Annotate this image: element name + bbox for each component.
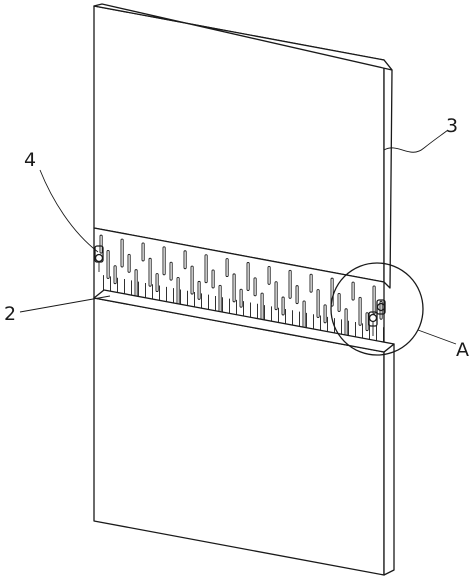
detail-circle-a <box>330 262 424 356</box>
strip-slot <box>169 261 173 281</box>
strip-slot <box>281 296 285 316</box>
strip-slot <box>295 285 299 305</box>
strip-slot <box>204 254 208 284</box>
leader-3 <box>383 129 449 153</box>
leader-a <box>417 329 457 345</box>
strip-slot <box>148 257 152 287</box>
strip-slot <box>197 280 201 300</box>
fastener-right-top <box>376 299 386 315</box>
strip-slot <box>274 281 278 311</box>
strip-slot <box>141 242 145 262</box>
strip-slot <box>225 258 229 278</box>
strip-slot <box>316 289 320 318</box>
label-2: 2 <box>4 303 16 325</box>
leader-4 <box>39 169 99 253</box>
strip-slot <box>99 234 103 254</box>
strip-slot <box>106 249 110 279</box>
lower-panel <box>93 289 395 576</box>
strip-slot <box>253 277 257 297</box>
label-a: A <box>456 339 469 361</box>
strip-slot <box>120 238 124 268</box>
strip-slot <box>358 296 362 326</box>
strip-slot <box>190 265 194 295</box>
strip-slot <box>330 277 334 307</box>
strip-slot <box>127 253 131 273</box>
strip-slot <box>309 273 313 293</box>
strip-slot <box>211 269 215 289</box>
fastener-right-bottom <box>368 311 378 336</box>
strip-slot <box>232 273 236 303</box>
leader-2 <box>19 295 111 313</box>
strip-slot <box>351 281 355 301</box>
strip-slot <box>183 250 187 270</box>
label-4: 4 <box>24 149 36 171</box>
strip-slot <box>155 273 159 292</box>
strip-slot <box>113 265 117 285</box>
strip-slot <box>162 246 166 276</box>
strip-slot <box>246 262 250 291</box>
strip-slot <box>267 265 271 285</box>
strip-slot <box>337 292 341 312</box>
strip-slot <box>372 285 376 315</box>
strip-slot <box>288 269 292 299</box>
strip-slot <box>323 304 327 324</box>
fastener-left <box>94 245 104 272</box>
strip-slot <box>239 288 243 308</box>
label-3: 3 <box>446 115 458 137</box>
strip-slot <box>365 312 369 332</box>
